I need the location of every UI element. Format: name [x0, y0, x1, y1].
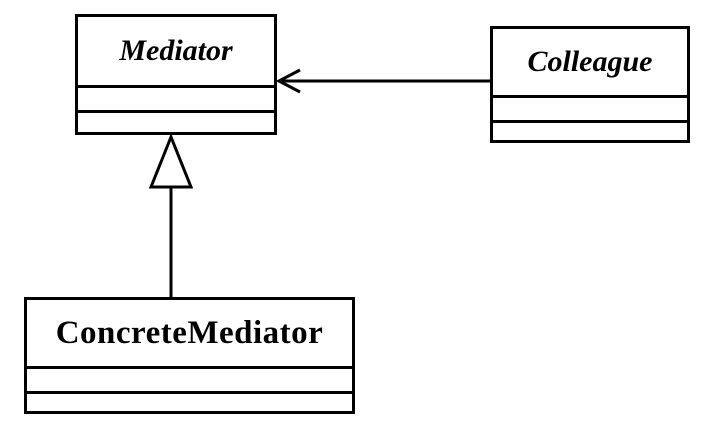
- operations-compartment: [493, 123, 687, 145]
- class-name: Mediator: [78, 17, 274, 88]
- class-name: ConcreteMediator: [27, 300, 352, 369]
- operations-compartment: [27, 394, 352, 416]
- mediator-class[interactable]: Mediator: [75, 14, 277, 135]
- attributes-compartment: [493, 98, 687, 123]
- class-name: Colleague: [493, 29, 687, 98]
- hollow-triangle-icon: [148, 132, 194, 189]
- operations-compartment: [78, 113, 274, 135]
- concrete-mediator-class[interactable]: ConcreteMediator: [24, 297, 355, 414]
- open-arrowhead-icon: [275, 68, 301, 94]
- attributes-compartment: [27, 369, 352, 394]
- colleague-class[interactable]: Colleague: [490, 26, 690, 143]
- attributes-compartment: [78, 88, 274, 113]
